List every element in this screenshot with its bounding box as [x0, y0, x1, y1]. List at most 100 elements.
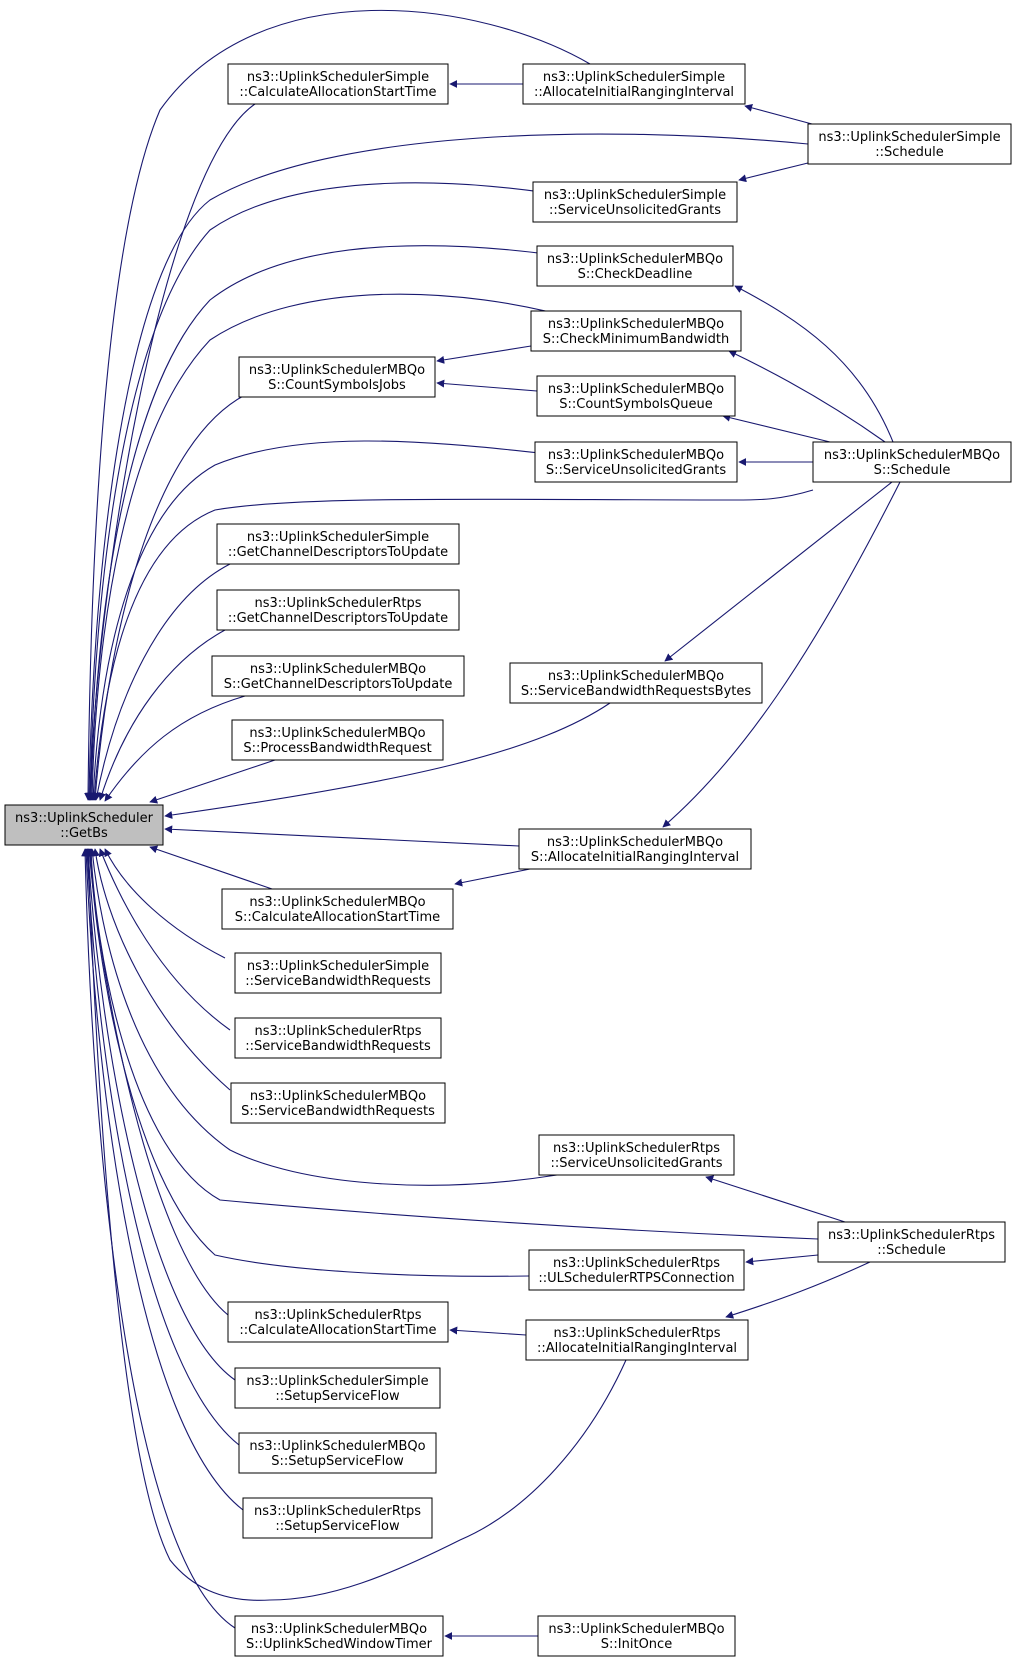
node-label-line-2: S::ServiceBandwidthRequests — [241, 1104, 435, 1119]
edge-mbqos_schedule-to-mbqos_countqueue — [722, 413, 831, 443]
node-label-line-1: ns3::UplinkSchedulerMBQo — [548, 669, 724, 684]
node-simple-serviceunsol[interactable]: ns3::UplinkSchedulerSimple::ServiceUnsol… — [532, 181, 738, 223]
node-box — [227, 63, 449, 105]
edge-mbqos_checkminbw-to-getbs — [88, 293, 581, 801]
node-simple-schedule[interactable]: ns3::UplinkSchedulerSimple::Schedule — [807, 123, 1012, 165]
node-box — [230, 1082, 446, 1124]
edge-mbqos_checkminbw-to-mbqos_countjobs — [436, 345, 532, 364]
node-label-line-1: ns3::UplinkScheduler — [15, 811, 154, 826]
node-box — [817, 1221, 1006, 1263]
node-box — [536, 375, 736, 417]
node-box — [216, 523, 460, 565]
edge-rtps_serviceunsol-to-getbs — [88, 848, 558, 1186]
node-box — [538, 1134, 735, 1176]
node-label-line-1: ns3::UplinkSchedulerMBQo — [249, 726, 425, 741]
edge-rtps_schedule-to-rtps_ulsched — [745, 1254, 819, 1266]
edge-mbqos_serviceunsol-to-getbs — [89, 440, 541, 801]
node-rtps-getchan[interactable]: ns3::UplinkSchedulerRtps::GetChannelDesc… — [216, 589, 460, 631]
node-label-line-1: ns3::UplinkSchedulerMBQo — [249, 363, 425, 378]
edge-simple_serviceunsol-to-getbs — [86, 182, 586, 801]
node-box — [528, 1249, 745, 1291]
node-label-line-1: ns3::UplinkSchedulerSimple — [818, 130, 1000, 145]
node-mbqos-getchan[interactable]: ns3::UplinkSchedulerMBQoS::GetChannelDes… — [211, 655, 465, 697]
node-rtps-allocinit[interactable]: ns3::UplinkSchedulerRtps::AllocateInitia… — [525, 1319, 749, 1361]
node-mbqos-uplinktimer[interactable]: ns3::UplinkSchedulerMBQoS::UplinkSchedWi… — [234, 1615, 444, 1657]
node-box — [518, 828, 752, 870]
node-box — [227, 1301, 449, 1343]
node-simple-servicebw[interactable]: ns3::UplinkSchedulerSimple::ServiceBandw… — [234, 952, 442, 994]
edge-rtps_schedule-to-getbs — [87, 848, 819, 1240]
node-box — [234, 1615, 444, 1657]
node-mbqos-setupsf[interactable]: ns3::UplinkSchedulerMBQoS::SetupServiceF… — [238, 1432, 437, 1474]
node-box — [509, 662, 763, 704]
node-label-line-1: ns3::UplinkSchedulerSimple — [247, 959, 429, 974]
node-label-line-2: S::InitOnce — [601, 1637, 672, 1652]
node-box — [221, 888, 454, 930]
node-mbqos-calcstart[interactable]: ns3::UplinkSchedulerMBQoS::CalculateAllo… — [221, 888, 454, 930]
node-rtps-servicebw[interactable]: ns3::UplinkSchedulerRtps::ServiceBandwid… — [234, 1017, 442, 1059]
node-label-line-1: ns3::UplinkSchedulerRtps — [553, 1326, 720, 1341]
node-label-line-1: ns3::UplinkSchedulerMBQo — [250, 1089, 426, 1104]
node-mbqos-processbw[interactable]: ns3::UplinkSchedulerMBQoS::ProcessBandwi… — [231, 719, 444, 761]
node-label-line-2: ::GetChannelDescriptorsToUpdate — [228, 545, 448, 560]
node-label-line-1: ns3::UplinkSchedulerSimple — [247, 530, 429, 545]
node-label-line-1: ns3::UplinkSchedulerSimple — [246, 1374, 428, 1389]
node-mbqos-countqueue[interactable]: ns3::UplinkSchedulerMBQoS::CountSymbolsQ… — [536, 375, 736, 417]
node-rtps-setupsf[interactable]: ns3::UplinkSchedulerRtps::SetupServiceFl… — [242, 1497, 433, 1539]
node-label-line-2: S::CountSymbolsQueue — [559, 397, 713, 412]
node-label-line-1: ns3::UplinkSchedulerMBQo — [548, 317, 724, 332]
node-label-line-2: S::ProcessBandwidthRequest — [243, 741, 431, 756]
node-rtps-serviceunsol[interactable]: ns3::UplinkSchedulerRtps::ServiceUnsolic… — [538, 1134, 735, 1176]
node-rtps-ulsched[interactable]: ns3::UplinkSchedulerRtps::ULSchedulerRTP… — [528, 1249, 745, 1291]
edge-simple_servicebw-to-getbs — [104, 848, 226, 959]
edge-mbqos_allocinit-to-mbqos_calcstart — [454, 868, 531, 887]
edge-rtps_calcstart-to-getbs — [85, 848, 229, 1316]
node-mbqos-servicebw[interactable]: ns3::UplinkSchedulerMBQoS::ServiceBandwi… — [230, 1082, 446, 1124]
node-label-line-2: ::GetChannelDescriptorsToUpdate — [228, 611, 448, 626]
edge-mbqos_setupsf-to-getbs — [83, 848, 240, 1446]
node-box — [522, 63, 746, 105]
edge-rtps_servicebw-to-getbs — [98, 848, 231, 1031]
node-simple-calcstart[interactable]: ns3::UplinkSchedulerSimple::CalculateAll… — [227, 63, 449, 105]
node-simple-allocinit[interactable]: ns3::UplinkSchedulerSimple::AllocateInit… — [522, 63, 746, 105]
edge-mbqos_allocinit-to-getbs — [164, 825, 520, 847]
node-label-line-1: ns3::UplinkSchedulerMBQo — [548, 382, 724, 397]
node-label-line-1: ns3::UplinkSchedulerSimple — [543, 70, 725, 85]
node-mbqos-bwreqbytes[interactable]: ns3::UplinkSchedulerMBQoS::ServiceBandwi… — [509, 662, 763, 704]
node-label-line-1: ns3::UplinkSchedulerSimple — [544, 188, 726, 203]
node-label-line-1: ns3::UplinkSchedulerRtps — [828, 1228, 995, 1243]
node-simple-getchan[interactable]: ns3::UplinkSchedulerSimple::GetChannelDe… — [216, 523, 460, 565]
edge-simple_schedule-to-getbs — [85, 133, 809, 801]
node-label-line-2: ::Schedule — [875, 145, 944, 160]
node-label-line-2: ::GetBs — [60, 826, 108, 841]
node-label-line-1: ns3::UplinkSchedulerMBQo — [249, 895, 425, 910]
node-rtps-calcstart[interactable]: ns3::UplinkSchedulerRtps::CalculateAlloc… — [227, 1301, 449, 1343]
root-node-getbs[interactable]: ns3::UplinkScheduler::GetBs — [4, 804, 164, 846]
node-label-line-2: ::Schedule — [877, 1243, 946, 1258]
edge-mbqos_processbw-to-getbs — [149, 759, 276, 804]
node-label-line-1: ns3::UplinkSchedulerMBQo — [250, 662, 426, 677]
edge-rtps_allocinit-to-rtps_calcstart — [449, 1326, 527, 1336]
node-label-line-2: ::AllocateInitialRangingInterval — [537, 1341, 737, 1356]
edge-rtps_schedule-to-rtps_serviceunsol — [705, 1175, 846, 1223]
node-box — [812, 441, 1012, 483]
node-box — [807, 123, 1012, 165]
node-label-line-2: S::AllocateInitialRangingInterval — [531, 850, 739, 865]
node-mbqos-allocinit[interactable]: ns3::UplinkSchedulerMBQoS::AllocateIniti… — [518, 828, 752, 870]
edges-layer — [81, 9, 901, 1640]
node-label-line-2: S::SetupServiceFlow — [271, 1454, 404, 1469]
node-box — [530, 310, 742, 352]
node-simple-setupsf[interactable]: ns3::UplinkSchedulerSimple::SetupService… — [234, 1367, 441, 1409]
edge-mbqos_checkdeadline-to-getbs — [87, 245, 601, 801]
node-box — [211, 655, 465, 697]
edge-mbqos_countqueue-to-mbqos_countjobs — [436, 379, 538, 392]
node-label-line-2: ::SetupServiceFlow — [275, 1519, 400, 1534]
node-mbqos-checkminbw[interactable]: ns3::UplinkSchedulerMBQoS::CheckMinimumB… — [530, 310, 742, 352]
node-label-line-2: S::CheckDeadline — [578, 267, 693, 282]
node-rtps-schedule[interactable]: ns3::UplinkSchedulerRtps::Schedule — [817, 1221, 1006, 1263]
node-mbqos-countjobs[interactable]: ns3::UplinkSchedulerMBQoS::CountSymbolsJ… — [238, 356, 436, 398]
node-mbqos-serviceunsol[interactable]: ns3::UplinkSchedulerMBQoS::ServiceUnsoli… — [534, 441, 738, 483]
